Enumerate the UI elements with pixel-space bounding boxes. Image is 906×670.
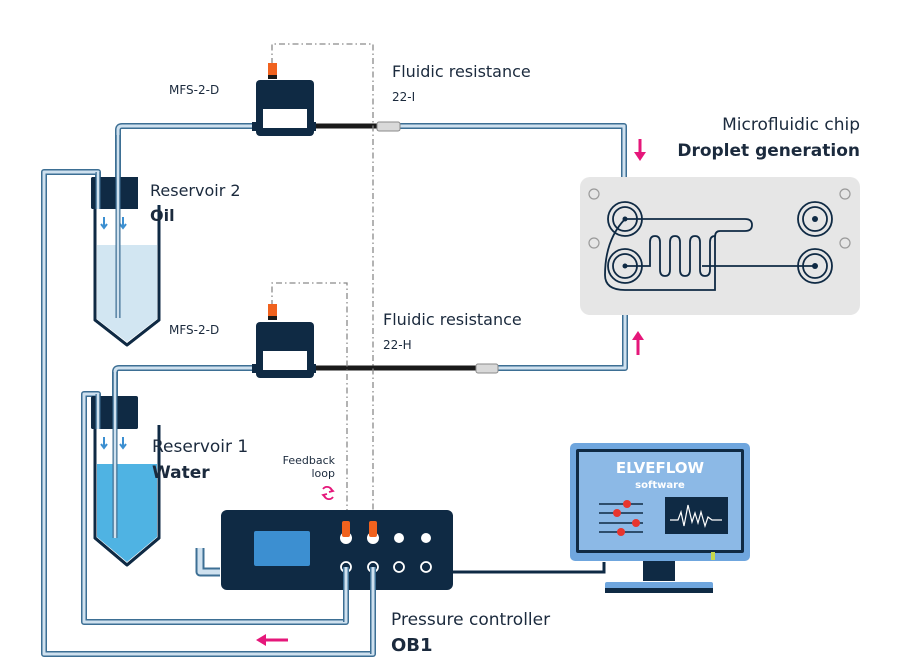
resistance-22-i-connector — [376, 121, 401, 132]
reservoir-1-title: Reservoir 1 — [152, 437, 248, 457]
feedback-label-line1: Feedback — [283, 454, 336, 467]
resistance-top-title: Fluidic resistance — [392, 62, 531, 81]
reservoir-1-content: Water — [152, 463, 210, 483]
monitor-brand: ELVEFLOW — [616, 459, 705, 477]
controller-title: Pressure controller — [391, 610, 550, 630]
flow-arrow-down-icon — [634, 139, 646, 161]
usb-cable — [453, 562, 606, 574]
monitor-sub: software — [635, 480, 685, 491]
controller-model: OB1 — [391, 635, 433, 656]
chip-subtitle: Droplet generation — [677, 141, 860, 161]
signal-lines — [271, 43, 374, 521]
resistance-bottom-title: Fluidic resistance — [383, 310, 522, 329]
flow-sensor-bottom — [252, 304, 316, 378]
flow-arrow-left-icon — [256, 634, 288, 646]
sensor-top-label: MFS-2-D — [169, 83, 219, 97]
flow-sensor-top — [252, 63, 316, 136]
resistance-top-code: 22-I — [392, 90, 415, 104]
chip-title: Microfluidic chip — [722, 115, 860, 135]
microfluidic-chip — [580, 177, 860, 315]
reservoir-2-cap — [91, 177, 138, 209]
slider-knobs — [613, 500, 640, 536]
feedback-loop-icon — [321, 486, 335, 500]
black-tubing — [314, 123, 478, 371]
sensor-bottom-label: MFS-2-D — [169, 323, 219, 337]
flow-arrow-up-icon — [632, 331, 644, 355]
computer-monitor — [570, 443, 750, 593]
reservoir-2-content: Oil — [150, 206, 175, 225]
pressure-controller — [221, 510, 453, 590]
resistance-22-h-connector — [475, 363, 499, 374]
feedback-label-line2: loop — [312, 467, 336, 480]
reservoir-2-title: Reservoir 2 — [150, 181, 241, 200]
resistance-bottom-code: 22-H — [383, 338, 412, 352]
